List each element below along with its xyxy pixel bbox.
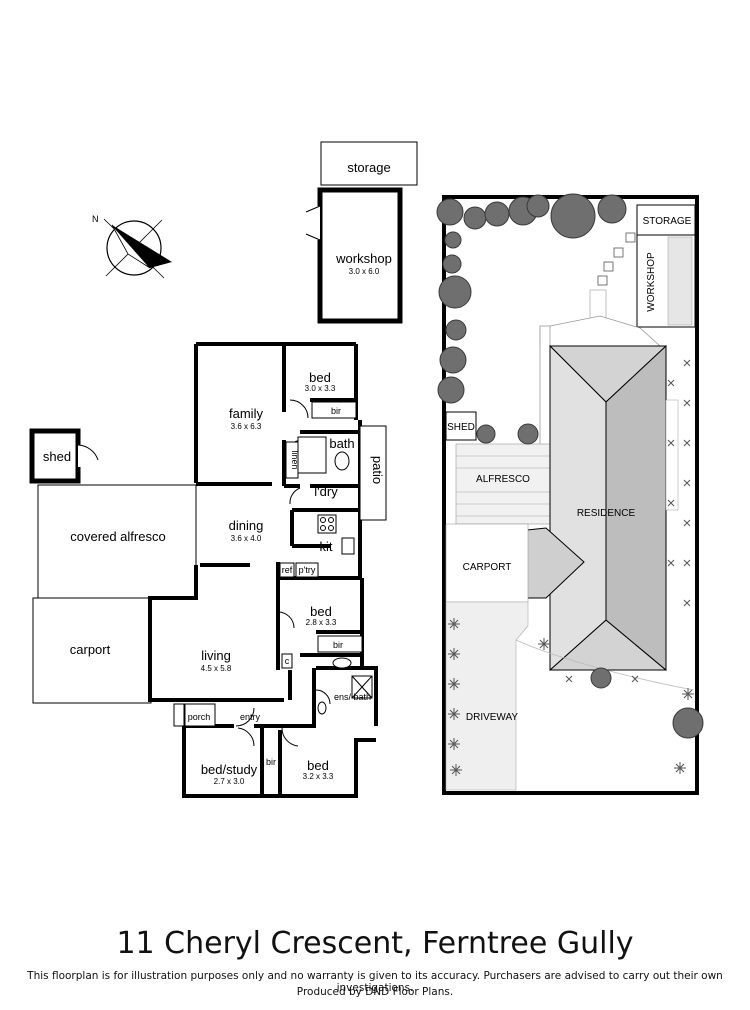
storage-label: storage xyxy=(347,160,390,175)
workshop-dim: 3.0 x 6.0 xyxy=(349,267,380,276)
bath-label: bath xyxy=(329,436,354,451)
living-dim: 4.5 x 5.8 xyxy=(201,664,232,673)
house-walls xyxy=(148,342,378,798)
bed3-label: bed xyxy=(307,758,329,773)
ensuite-label: ens/ bath xyxy=(334,692,371,702)
bed1-dim: 3.0 x 3.3 xyxy=(305,384,336,393)
compass-north-label: N xyxy=(92,214,99,224)
property-address-title: 11 Cheryl Crescent, Ferntree Gully xyxy=(116,926,634,961)
bed2-label: bed xyxy=(310,604,332,619)
living-label: living xyxy=(201,648,231,663)
workshop-label: workshop xyxy=(335,251,392,266)
site-driveway-label: DRIVEWAY xyxy=(466,712,519,723)
linen-label: linen xyxy=(290,450,300,469)
site-plan: STORAGE WORKSHOP SHED ALFRESCO RESIDENCE… xyxy=(436,193,704,795)
producer-credit: Produced by DND Floor Plans. xyxy=(296,986,454,998)
garden-shrubs xyxy=(448,359,694,776)
bir2-label: bir xyxy=(333,640,343,650)
site-alfresco-label: ALFRESCO xyxy=(476,474,530,485)
bir3-label: bir xyxy=(266,757,276,767)
shed-room: shed xyxy=(29,428,99,484)
cupboard-label: c xyxy=(285,656,290,666)
site-residence-label: RESIDENCE xyxy=(577,508,636,519)
family-label: family xyxy=(229,406,263,421)
site-shed-label: SHED xyxy=(447,422,475,433)
dining-label: dining xyxy=(229,518,264,533)
laundry-label: l'dry xyxy=(314,484,338,499)
kit-label: kit xyxy=(320,539,333,554)
pantry-label: p'try xyxy=(299,565,316,575)
storage-block: storage xyxy=(320,141,418,186)
bed3-dim: 3.2 x 3.3 xyxy=(303,772,334,781)
patio-area: patio xyxy=(359,425,387,521)
carport-label: carport xyxy=(70,642,111,657)
family-dim: 3.6 x 6.3 xyxy=(231,422,262,431)
bed-study-dim: 2.7 x 3.0 xyxy=(214,777,245,786)
room-labels: family 3.6 x 6.3 bed 3.0 x 3.3 bir bath … xyxy=(188,370,371,786)
dining-dim: 3.6 x 4.0 xyxy=(231,534,262,543)
porch-label: porch xyxy=(188,712,211,722)
carport-area: carport xyxy=(32,597,152,704)
covered-alfresco: covered alfresco xyxy=(37,484,197,599)
patio-label: patio xyxy=(370,456,385,484)
ref-label: ref xyxy=(282,565,293,575)
site-storage-label: STORAGE xyxy=(643,216,692,227)
bed1-label: bed xyxy=(309,370,331,385)
bed2-dim: 2.8 x 3.3 xyxy=(306,618,337,627)
fixtures xyxy=(297,436,373,715)
workshop-room: workshop 3.0 x 6.0 xyxy=(305,187,403,324)
site-carport-label: CARPORT xyxy=(463,562,512,573)
compass-icon: N xyxy=(92,214,172,279)
disclaimer-text: This floorplan is for illustration purpo… xyxy=(27,970,723,994)
entry-label: entry xyxy=(240,712,261,722)
site-workshop-label: WORKSHOP xyxy=(646,252,657,312)
bir1-label: bir xyxy=(331,406,341,416)
shed-label: shed xyxy=(43,449,71,464)
bed-study-label: bed/study xyxy=(201,762,258,777)
covered-alfresco-label: covered alfresco xyxy=(70,529,165,544)
garden-trees xyxy=(436,193,704,739)
